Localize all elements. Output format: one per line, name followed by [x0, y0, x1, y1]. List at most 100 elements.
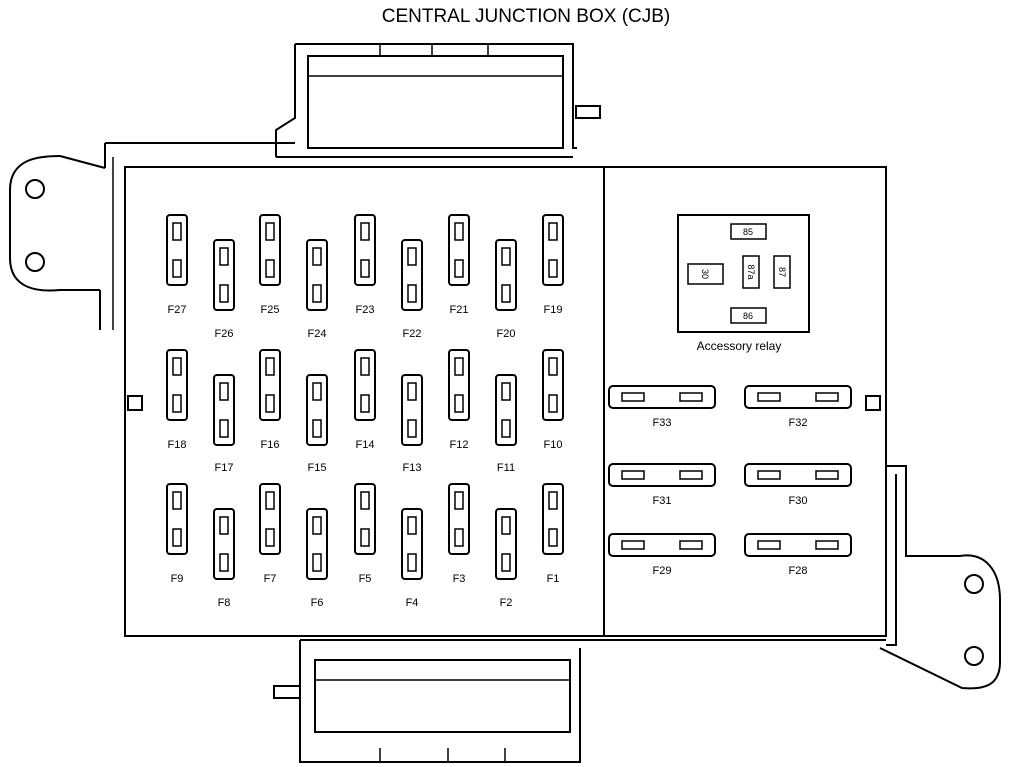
fuse-terminal — [360, 394, 370, 413]
fuse-f25: F25 — [259, 214, 281, 316]
fuse-body — [448, 483, 470, 555]
fuse-terminal — [621, 392, 645, 402]
fuse-body — [448, 349, 470, 421]
fuse-f27: F27 — [166, 214, 188, 316]
fuse-body — [306, 239, 328, 311]
fuse-label: F13 — [403, 462, 422, 474]
fuse-label: F18 — [168, 439, 187, 451]
relay-pin-30 — [687, 263, 724, 285]
fuse-label: F33 — [653, 417, 672, 429]
fuse-f2: F2 — [495, 508, 517, 609]
fuse-label: F32 — [789, 417, 808, 429]
fuse-terminal — [172, 394, 182, 413]
fuse-label: F8 — [218, 597, 231, 609]
fuse-terminal — [312, 284, 322, 303]
fuse-body — [213, 374, 235, 446]
fuse-f16: F16 — [259, 349, 281, 451]
fuse-terminal — [219, 382, 229, 401]
fuse-body — [166, 349, 188, 421]
fuse-terminal — [679, 540, 703, 550]
fuse-body — [608, 463, 716, 487]
fuse-body — [354, 483, 376, 555]
relay-pin-85-label: 85 — [743, 227, 753, 237]
fuse-label: F21 — [450, 304, 469, 316]
fuse-terminal — [219, 419, 229, 438]
fuse-label: F20 — [497, 328, 516, 340]
relay-pin-87 — [773, 255, 791, 289]
relay-label: Accessory relay — [697, 339, 782, 353]
fuse-body — [542, 349, 564, 421]
fuse-terminal — [548, 394, 558, 413]
fuse-label: F17 — [215, 462, 234, 474]
fuse-body — [306, 508, 328, 580]
fuse-label: F28 — [789, 565, 808, 577]
fuse-body — [306, 374, 328, 446]
relay-pin-30-label: 30 — [700, 269, 710, 279]
fuse-terminal — [454, 222, 464, 241]
fuse-terminal — [407, 419, 417, 438]
fuse-body — [166, 483, 188, 555]
fuse-body — [354, 214, 376, 286]
fuse-f11: F11 — [495, 374, 517, 474]
fuse-body — [495, 239, 517, 311]
fuse-terminal — [548, 357, 558, 376]
fuse-terminal — [501, 284, 511, 303]
fuse-label: F19 — [544, 304, 563, 316]
fuse-body — [401, 239, 423, 311]
fuse-terminal — [407, 516, 417, 535]
diagram-title: CENTRAL JUNCTION BOX (CJB) — [382, 6, 671, 27]
fuse-terminal — [172, 528, 182, 547]
relay-pin-86-label: 86 — [743, 311, 753, 321]
fuse-terminal — [407, 382, 417, 401]
fuse-terminal — [454, 528, 464, 547]
fuse-label: F29 — [653, 565, 672, 577]
fuse-terminal — [501, 516, 511, 535]
fuse-f20: F20 — [495, 239, 517, 340]
fuse-label: F23 — [356, 304, 375, 316]
fuse-f32: F32 — [744, 385, 852, 429]
accessory-relay: 85 30 87a 87 86 Accessory relay — [677, 214, 810, 353]
fuse-terminal — [265, 528, 275, 547]
fuse-terminal — [360, 528, 370, 547]
fuse-f13: F13 — [401, 374, 423, 474]
fuse-layer: F27F26F25F24F23F22F21F20F19F18F17F16F15F… — [166, 214, 852, 609]
fuse-body — [542, 483, 564, 555]
fuse-f29: F29 — [608, 533, 716, 577]
fuse-body — [495, 508, 517, 580]
fuse-label: F11 — [497, 462, 515, 474]
fuse-f26: F26 — [213, 239, 235, 340]
fuse-label: F4 — [406, 597, 419, 609]
fuse-terminal — [548, 491, 558, 510]
fuse-terminal — [407, 553, 417, 572]
fuse-terminal — [265, 491, 275, 510]
relay-pin-85 — [730, 223, 767, 240]
fuse-terminal — [312, 553, 322, 572]
fuse-terminal — [454, 259, 464, 278]
relay-pin-87-label: 87 — [777, 267, 787, 277]
fuse-terminal — [172, 259, 182, 278]
fuse-f1: F1 — [542, 483, 564, 585]
fuse-f22: F22 — [401, 239, 423, 340]
fuse-terminal — [172, 222, 182, 241]
fuse-f17: F17 — [213, 374, 235, 474]
fuse-f28: F28 — [744, 533, 852, 577]
fuse-label: F10 — [544, 439, 563, 451]
fuse-label: F25 — [261, 304, 280, 316]
fuse-body — [213, 508, 235, 580]
fuse-f31: F31 — [608, 463, 716, 507]
fuse-terminal — [360, 259, 370, 278]
fuse-f8: F8 — [213, 508, 235, 609]
fuse-f15: F15 — [306, 374, 328, 474]
fuse-terminal — [360, 222, 370, 241]
fuse-terminal — [265, 394, 275, 413]
fuse-f9: F9 — [166, 483, 188, 585]
fuse-terminal — [312, 516, 322, 535]
fuse-terminal — [621, 470, 645, 480]
relay-pin-87a — [742, 255, 760, 289]
fuse-body — [542, 214, 564, 286]
fuse-terminal — [501, 419, 511, 438]
fuse-terminal — [757, 540, 781, 550]
fuse-terminal — [548, 528, 558, 547]
